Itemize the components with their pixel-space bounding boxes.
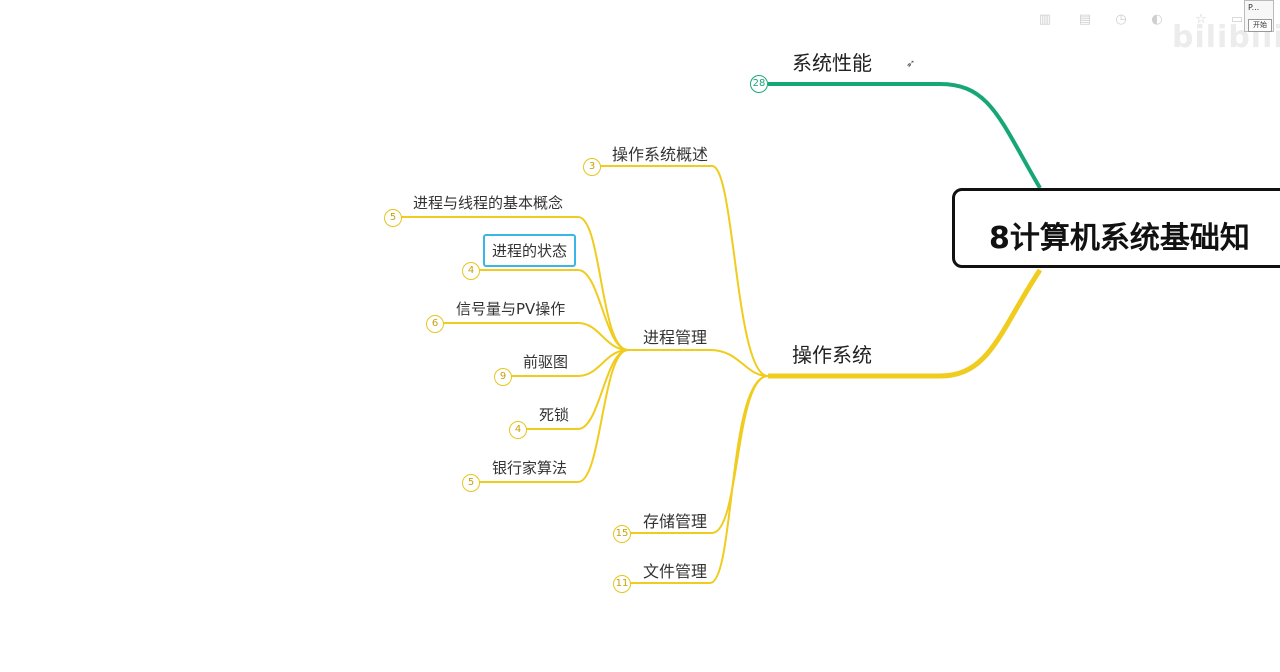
- count-badge-leaf-4[interactable]: 4: [509, 421, 527, 439]
- topic-performance[interactable]: 系统性能: [792, 51, 872, 75]
- topic-storage-management[interactable]: 存储管理: [643, 512, 708, 531]
- connector-leaf-5: [478, 349, 629, 483]
- connector-leaf-1: [478, 269, 629, 351]
- topic-leaf-deadlock[interactable]: 死锁: [539, 406, 570, 424]
- topic-leaf-process-state[interactable]: 进程的状态: [483, 234, 577, 267]
- connector-performance: [768, 82, 1042, 190]
- topic-leaf-process-thread-concepts[interactable]: 进程与线程的基本概念: [413, 194, 564, 212]
- root-topic-label: 8计算机系统基础知: [989, 221, 1250, 256]
- connector-process: [628, 349, 769, 377]
- mini-window-start-button[interactable]: 开始: [1248, 19, 1272, 32]
- topic-os-overview[interactable]: 操作系统概述: [612, 145, 709, 164]
- clock-icon[interactable]: ◷: [1115, 12, 1127, 27]
- root-topic[interactable]: 8计算机系统基础知: [952, 188, 1280, 268]
- count-badge-leaf-1[interactable]: 4: [462, 262, 480, 280]
- topic-process-management[interactable]: 进程管理: [643, 328, 708, 347]
- connector-leaf-2: [442, 322, 629, 351]
- connector-leaf-3: [510, 349, 629, 377]
- count-badge-leaf-3[interactable]: 9: [494, 368, 512, 386]
- barcode-icon[interactable]: ▥: [1038, 12, 1052, 27]
- count-badge-performance[interactable]: 28: [750, 75, 768, 93]
- topic-leaf-precedence-graph[interactable]: 前驱图: [523, 353, 569, 371]
- contrast-icon[interactable]: ◐: [1151, 12, 1163, 27]
- count-badge-leaf-0[interactable]: 5: [384, 209, 402, 227]
- count-badge-overview[interactable]: 3: [583, 158, 601, 176]
- connector-file: [630, 375, 769, 584]
- mini-window-title: P...: [1248, 3, 1260, 12]
- star-icon[interactable]: ☆: [1195, 12, 1207, 27]
- count-badge-leaf-5[interactable]: 5: [462, 474, 480, 492]
- connector-overview: [600, 165, 769, 377]
- table-icon[interactable]: ▤: [1078, 12, 1092, 27]
- topic-file-management[interactable]: 文件管理: [643, 562, 708, 581]
- topic-leaf-bankers-algorithm[interactable]: 银行家算法: [492, 459, 568, 477]
- count-badge-leaf-2[interactable]: 6: [426, 315, 444, 333]
- topic-leaf-semaphore-pv[interactable]: 信号量与PV操作: [456, 300, 566, 318]
- window-icon[interactable]: ▭: [1230, 12, 1244, 27]
- topic-os[interactable]: 操作系统: [792, 343, 872, 367]
- count-badge-storage[interactable]: 15: [613, 525, 631, 543]
- mouse-cursor-icon: ➶: [906, 57, 916, 70]
- mini-window[interactable]: P... 开始: [1244, 0, 1274, 32]
- count-badge-file[interactable]: 11: [613, 575, 631, 593]
- connector-os: [768, 268, 1043, 379]
